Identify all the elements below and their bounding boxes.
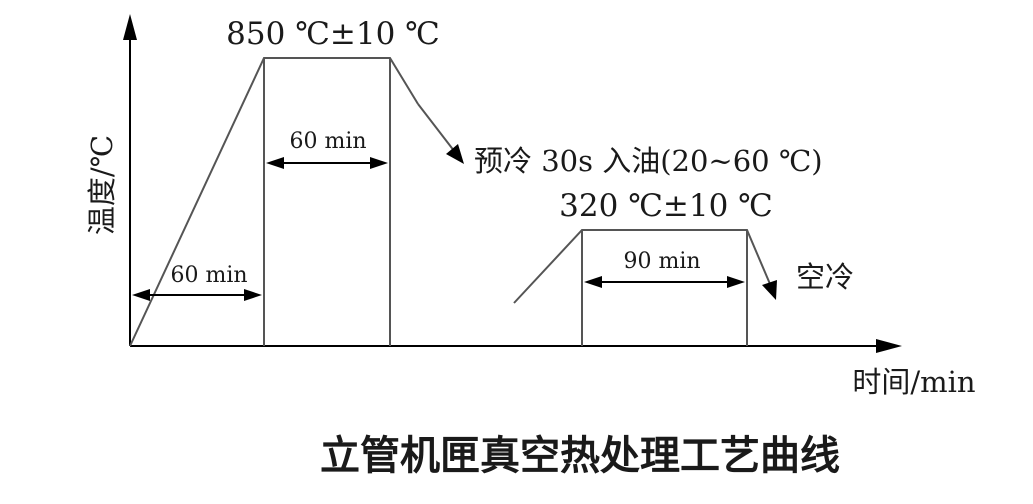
stage2-temperature-label: 320 ℃±10 ℃ [559,188,773,224]
x-axis-arrow-icon [876,339,902,353]
hold2-dim-right-arrow-icon [727,276,745,288]
x-axis-label: 时间/min [852,365,975,399]
ramp-dim-left-arrow-icon [132,289,150,301]
stage2-hold-label: 90 min [623,249,700,274]
y-axis-arrow-icon [123,14,137,40]
y-axis-label: 温度/℃ [85,135,119,235]
stage2-cooling-label: 空冷 [796,260,854,294]
hold1-dim-right-arrow-icon [370,157,388,169]
diagram-title: 立管机匣真空热处理工艺曲线 [320,433,840,479]
stage1-curve [129,57,419,347]
quench-arrow [417,103,459,157]
stage1-hold-label: 60 min [289,129,366,154]
ramp-dim-right-arrow-icon [244,289,262,301]
quench-arrow-icon [446,144,464,164]
stage1-cooling-label: 预冷 30s 入油(20~60 ℃) [474,144,823,178]
hold2-dim-left-arrow-icon [584,276,602,288]
air-cool-arrow-icon [762,280,777,300]
stage2-curve [513,229,771,304]
stage1-temperature-label: 850 ℃±10 ℃ [226,16,440,52]
hold1-dim-left-arrow-icon [266,157,284,169]
stage1-ramp-label: 60 min [170,263,247,288]
